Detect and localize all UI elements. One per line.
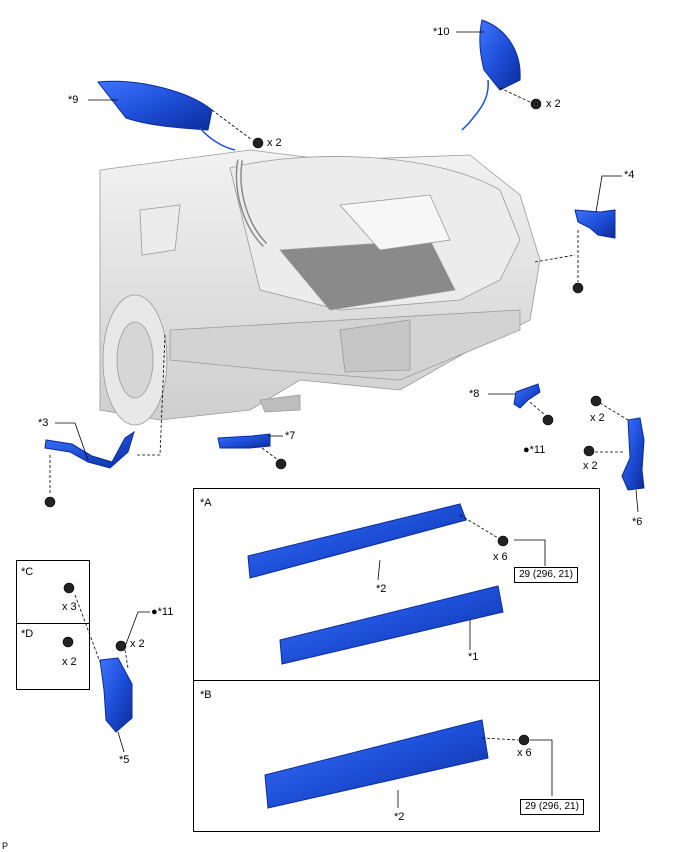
lamp-wire-part-10 [461, 79, 489, 131]
bracket-part-8 [513, 383, 541, 409]
bolt-icon [275, 458, 287, 470]
rear-combination-lamp-part-9 [97, 80, 213, 131]
label-part-7: *7 [285, 430, 296, 442]
label-part-6: *6 [632, 516, 643, 528]
bracket-part-4 [574, 209, 616, 239]
bolt-icon [63, 582, 75, 594]
label-part-10: *10 [433, 26, 450, 38]
bolt-icon [44, 496, 56, 508]
quantity-label: x 3 [62, 601, 77, 613]
quantity-label: x 2 [62, 656, 77, 668]
bolt-icons [44, 98, 602, 746]
panel-c: *C *D x 3 x 2 [16, 560, 90, 690]
quantity-label: x 2 [583, 460, 598, 472]
bolt-icon [115, 640, 127, 652]
reinforcement-beam-part-1 [279, 585, 504, 665]
bolt-icon [497, 535, 509, 547]
dashed-leaders [49, 87, 629, 741]
quantity-label: x 2 [130, 638, 145, 650]
label-part-8: *8 [469, 388, 480, 400]
bracket-part-6 [621, 417, 645, 491]
panel-divider [17, 623, 89, 624]
bracket-part-7 [217, 433, 271, 449]
reinforcement-beam-part-2-b [264, 719, 489, 809]
rear-combination-lamp-part-10 [479, 19, 521, 91]
quantity-label: x 6 [493, 551, 508, 563]
torque-spec: 29 (296, 21) [520, 799, 584, 815]
label-part-9: *9 [68, 94, 79, 106]
label-part-1: *1 [468, 651, 479, 663]
panel-a: *A *2 *1 x 6 29 (296, 21) [193, 488, 600, 681]
reinforcement-beam-part-2-a [247, 503, 467, 579]
quantity-label: x 6 [517, 747, 532, 759]
lamp-wire-part-9 [199, 127, 236, 151]
label-part-5: *5 [119, 754, 130, 766]
bolt-icon [572, 282, 584, 294]
label-part-2-a: *2 [376, 583, 387, 595]
panel-label-d: *D [21, 628, 34, 640]
solid-leaders [55, 31, 639, 808]
panel-b: *B *2 x 6 29 (296, 21) [193, 680, 600, 832]
footer-code: P [2, 841, 9, 851]
bolt-icon [542, 414, 554, 426]
bracket-part-5 [99, 657, 133, 733]
label-part-4: *4 [624, 169, 635, 181]
panel-label-b: *B [200, 689, 212, 701]
vehicle-rear-body [99, 149, 541, 426]
quantity-label: x 2 [546, 98, 561, 110]
bolt-icon [252, 137, 264, 149]
label-part-11-a: ●*11 [523, 444, 546, 456]
panel-label-a: *A [200, 497, 212, 509]
bolt-icon [583, 445, 595, 457]
bolt-icon [518, 734, 530, 746]
bolt-icon [590, 395, 602, 407]
torque-spec: 29 (296, 21) [514, 567, 578, 583]
label-part-2-b: *2 [394, 811, 405, 823]
label-part-11-b: ●*11 [151, 606, 174, 618]
quantity-label: x 2 [267, 137, 282, 149]
quantity-label: x 2 [590, 412, 605, 424]
bracket-part-3 [44, 430, 135, 469]
panel-label-c: *C [21, 566, 34, 578]
bolt-icon [62, 636, 74, 648]
label-part-3: *3 [38, 417, 49, 429]
bolt-icon [530, 98, 542, 110]
